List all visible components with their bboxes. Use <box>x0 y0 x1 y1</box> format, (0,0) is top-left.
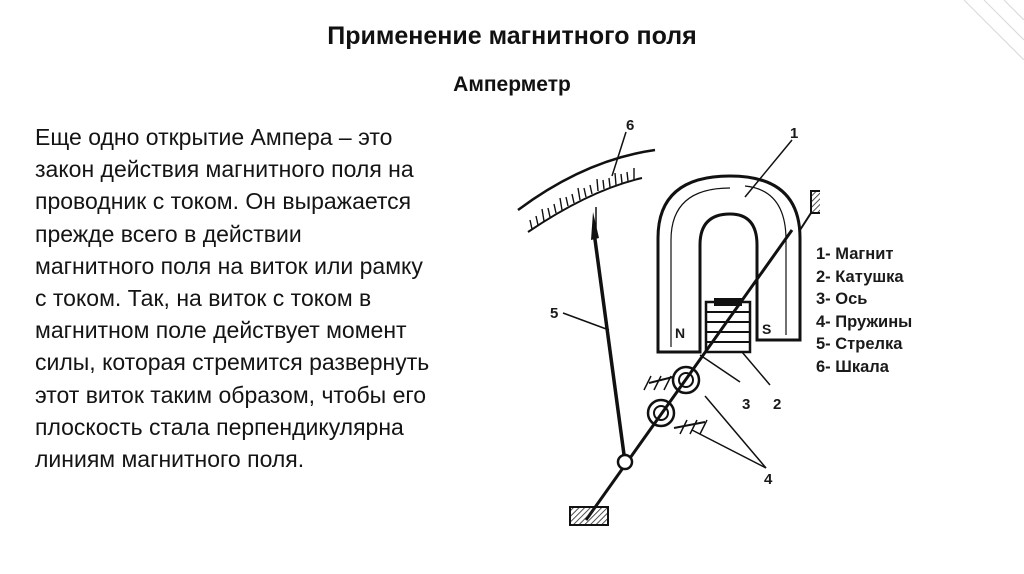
body-line: плоскость стала перпендикулярна <box>35 413 404 440</box>
body-line: с током. Так, на виток с током в <box>35 285 372 312</box>
body-line: магнитном поле действует момент <box>35 317 407 344</box>
pole-n: N <box>675 325 685 341</box>
pole-s: S <box>762 321 771 337</box>
mount-bottom <box>569 506 609 526</box>
body-line: линиям магнитного поля. <box>35 446 305 473</box>
figure-legend: 1- Магнит 2- Катушка 3- Ось 4- Пружины 5… <box>816 243 912 379</box>
body-line: силы, которая стремится развернуть <box>35 349 430 376</box>
body-line: проводник с током. Он выражается <box>35 188 412 215</box>
callout-4: 4 <box>764 471 773 488</box>
legend-item: 3- Ось <box>816 290 868 309</box>
callout-2: 2 <box>773 396 781 413</box>
body-line: прежде всего в действии <box>35 220 302 247</box>
slide-title: Применение магнитного поля <box>327 22 697 50</box>
subtitle-text: Амперметр <box>453 73 571 96</box>
legend-item: 6- Шкала <box>816 357 889 376</box>
callout-3: 3 <box>742 396 750 413</box>
callout-1: 1 <box>790 125 798 142</box>
body-line: закон действия магнитного поля на <box>35 156 414 183</box>
slide-subtitle: Амперметр <box>0 73 1024 97</box>
coil <box>704 298 771 386</box>
callout-5: 5 <box>550 305 558 322</box>
body-line: магнитного поля на виток или рамку <box>35 252 423 279</box>
legend-item: 2- Катушка <box>816 267 904 286</box>
legend-item: 1- Магнит <box>816 245 894 263</box>
legend-item: 5- Стрелка <box>816 335 903 354</box>
pointer <box>562 207 627 463</box>
ammeter-diagram: 6 1 5 3 2 4 N S <box>517 117 820 526</box>
body-line: Еще одно открытие Ампера – это <box>35 124 393 150</box>
body-text: Еще одно открытие Ампера – это закон дей… <box>35 121 515 475</box>
scale <box>517 131 656 233</box>
corner-decoration <box>963 0 1024 60</box>
body-line: этот виток таким образом, чтобы его <box>35 381 427 408</box>
callout-6: 6 <box>626 117 634 134</box>
axis <box>584 229 794 521</box>
mount-top <box>810 190 820 214</box>
legend-item: 4- Пружины <box>816 312 913 331</box>
springs <box>643 365 767 469</box>
